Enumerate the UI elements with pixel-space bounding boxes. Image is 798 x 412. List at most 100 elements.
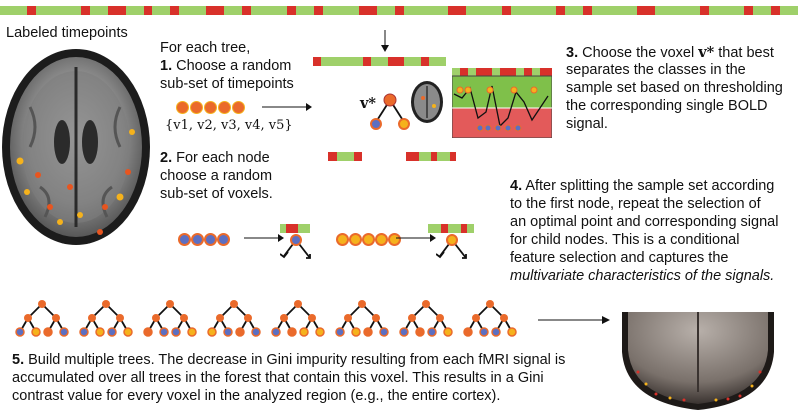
strip-cell [353, 152, 362, 161]
strip-cell [143, 6, 153, 15]
bold-signal-threshold-plot [452, 68, 552, 138]
tree-leaf [15, 327, 25, 337]
tree-node [52, 314, 60, 322]
strip-cell [421, 6, 431, 15]
strip-cell [134, 6, 144, 15]
strip-cell [511, 6, 521, 15]
step2-text: 2. For each node [160, 150, 270, 166]
tree-node [230, 300, 238, 308]
tree-node [24, 314, 32, 322]
tree-leaf [143, 327, 153, 337]
for-each-tree-label: For each tree, [160, 40, 251, 56]
strip-cell [424, 152, 431, 161]
strip-cell [242, 6, 252, 15]
brain-timepoint-dot [129, 129, 135, 135]
tree-leaf [271, 327, 281, 337]
strip-cell [188, 6, 198, 15]
strip-cell [396, 57, 405, 66]
step4-text-line2: to the first node, repeat the selection … [510, 196, 761, 212]
step3-text-line2: separates the classes in the [566, 62, 746, 78]
strip-cell [26, 6, 36, 15]
tree-leaf [443, 327, 453, 337]
strip-cell [251, 6, 261, 15]
step3-text-line5: signal. [566, 116, 608, 132]
step4-text: 4. After splitting the sample set accord… [510, 178, 775, 194]
split-left-strip [328, 152, 362, 161]
child-right-voxel-dots [336, 233, 406, 246]
strip-cell [233, 6, 243, 15]
strip-cell [269, 6, 279, 15]
strip-cell [681, 6, 691, 15]
tree-leaf [363, 327, 373, 337]
tree-node [500, 314, 508, 322]
step4-text-line6: multivariate characteristics of the sign… [510, 268, 775, 284]
sample-dot [190, 101, 203, 114]
arrow-right-icon [538, 316, 610, 324]
strip-cell [328, 152, 337, 161]
strip-cell [387, 57, 397, 66]
strip-cell [780, 6, 790, 15]
strip-cell [340, 6, 350, 15]
strip-cell [53, 6, 63, 15]
labeled-timepoints-label: Labeled timepoints [6, 25, 128, 41]
tree-node [166, 300, 174, 308]
child-left-tree [280, 234, 311, 259]
strip-cell [437, 57, 446, 66]
strip-cell [448, 6, 458, 15]
strip-cell [404, 57, 413, 66]
strip-cell [547, 6, 557, 15]
tree-leaf [123, 327, 133, 337]
tree-node [102, 300, 110, 308]
subset-timepoints-strip [313, 57, 446, 66]
brain-timepoint-dot [102, 204, 108, 210]
tree-node [308, 314, 316, 322]
arrow-right-icon [396, 234, 436, 242]
strip-cell [403, 6, 413, 15]
strip-cell [753, 6, 763, 15]
strip-cell [367, 6, 377, 15]
forest-tree [207, 300, 261, 337]
step1-text: 1. Choose a random [160, 58, 292, 74]
strip-cell [574, 6, 583, 15]
step5-text-line2: accumulated over all trees in the forest… [12, 370, 544, 386]
strip-cell [565, 6, 574, 15]
forest-svg [15, 300, 517, 337]
tree-leaf [427, 327, 437, 337]
strip-cell [62, 6, 72, 15]
strip-cell [636, 6, 646, 15]
tree-node [358, 300, 366, 308]
strip-cell [278, 6, 287, 15]
strip-cell [371, 57, 380, 66]
tree-leaf [59, 327, 69, 337]
strip-cell [8, 6, 18, 15]
strip-cell [280, 224, 286, 233]
strip-cell [726, 6, 736, 15]
strip-cell [600, 6, 610, 15]
strip-cell [627, 6, 637, 15]
brain-timepoint-dot [67, 184, 73, 190]
strip-cell [322, 6, 332, 15]
tree-node [88, 314, 96, 322]
tree-leaf [95, 327, 105, 337]
strip-cell [346, 57, 355, 66]
strip-cell [89, 6, 99, 15]
split-right-strip [406, 152, 456, 161]
step1-text-line2: sub-set of timepoints [160, 76, 294, 92]
strip-cell [418, 152, 425, 161]
tree-leaf [335, 327, 345, 337]
strip-cell [467, 224, 475, 233]
brain-timepoint-dot [57, 219, 63, 225]
brain-timepoint-dot [77, 212, 83, 218]
strip-cell [298, 224, 304, 233]
strip-cell [428, 224, 435, 233]
step3-text: 3. Choose the voxel v* that best [566, 44, 774, 61]
step4-text-line3: an optimal point and corresponding signa… [510, 214, 779, 230]
strip-cell [80, 6, 90, 15]
tree-leaf [399, 327, 409, 337]
strip-cell [197, 6, 207, 15]
tree-leaf [463, 327, 473, 337]
tree-leaf [299, 327, 309, 337]
strip-cell [376, 6, 386, 15]
strip-cell [35, 6, 45, 15]
strip-cell [260, 6, 270, 15]
